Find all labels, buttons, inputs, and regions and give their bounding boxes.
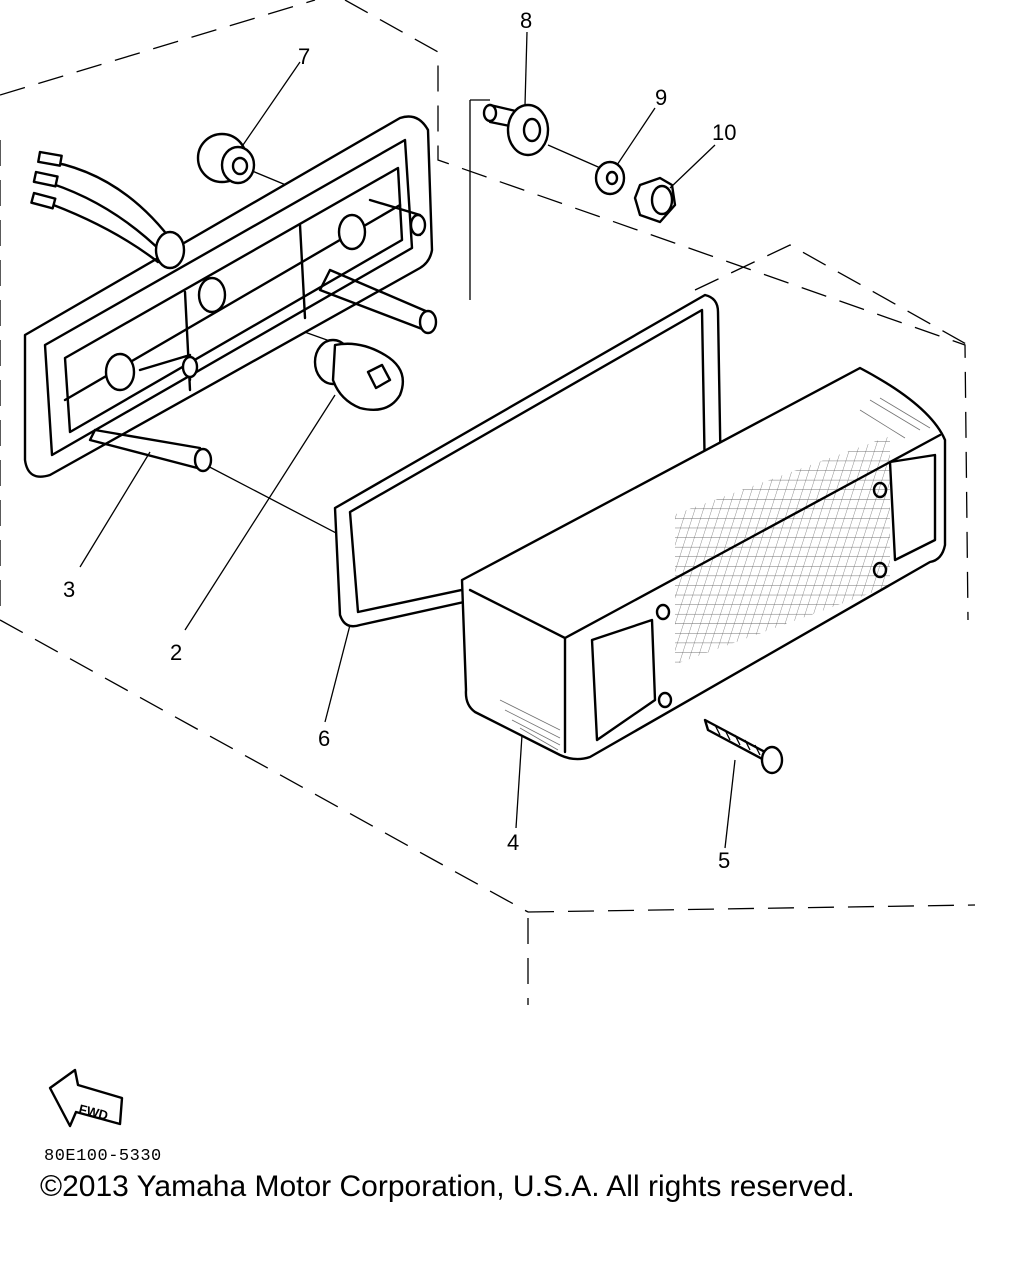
lamp-base-housing [23, 115, 438, 478]
grommet [196, 132, 256, 185]
lens-shading [499, 397, 931, 751]
callout-labels: 2 3 4 5 6 7 8 9 10 [63, 8, 736, 873]
callout-7: 7 [298, 44, 310, 69]
callout-9: 9 [655, 85, 667, 110]
fwd-arrow-icon: FWD [48, 1068, 124, 1128]
callout-8: 8 [520, 8, 532, 33]
assembly-boundary [0, 0, 976, 1005]
diagram-part-code: 80E100-5330 [44, 1147, 162, 1166]
callout-5: 5 [718, 848, 730, 873]
fwd-label: FWD [77, 1101, 109, 1123]
leader-lines [79, 31, 736, 849]
callout-3: 3 [63, 577, 75, 602]
collar [482, 103, 550, 157]
copyright-notice: ©2013 Yamaha Motor Corporation, U.S.A. A… [40, 1170, 855, 1203]
callout-6: 6 [318, 726, 330, 751]
callout-4: 4 [507, 830, 519, 855]
screw [703, 718, 784, 775]
nut [633, 176, 677, 224]
bulb [313, 338, 405, 412]
callout-10: 10 [712, 120, 736, 145]
washer [594, 160, 626, 196]
callout-2: 2 [170, 640, 182, 665]
lens [460, 366, 947, 761]
